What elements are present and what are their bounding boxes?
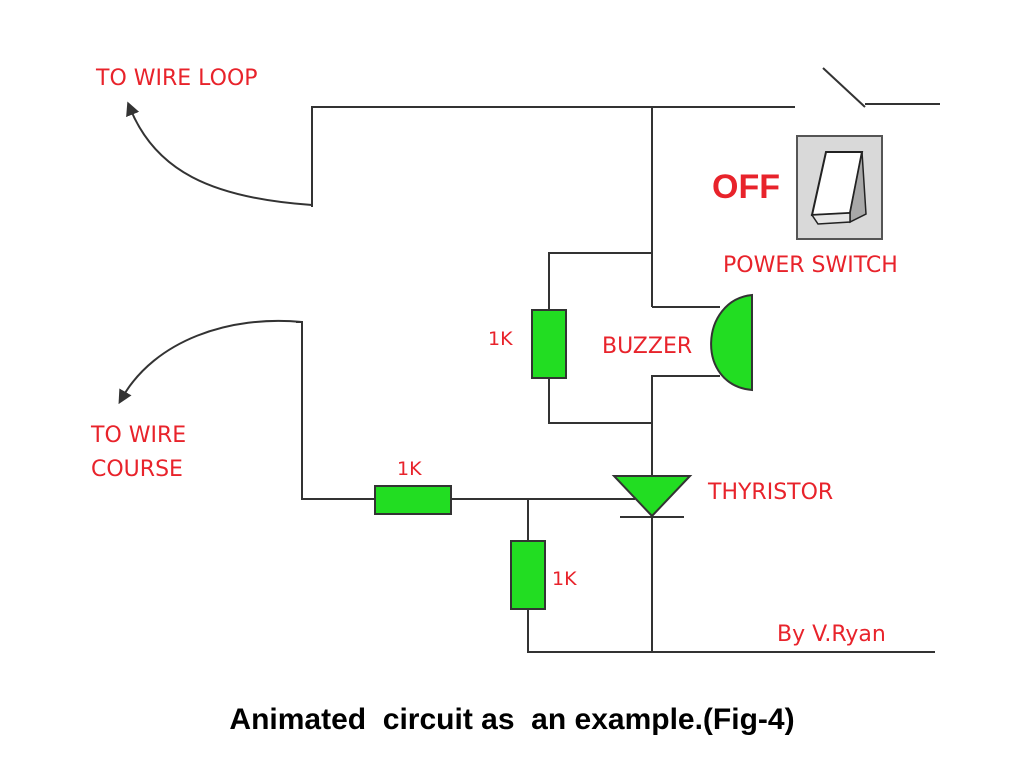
switch-contact-lever xyxy=(822,67,866,108)
buzzer xyxy=(710,293,753,392)
thyristor xyxy=(611,475,693,518)
power-switch-icon[interactable] xyxy=(796,135,883,240)
to-wire-loop-arrow xyxy=(126,101,313,206)
bottom-wire xyxy=(527,609,935,653)
top-wire xyxy=(311,106,795,207)
thyristor-label: THYRISTOR xyxy=(708,480,834,505)
resistor-bottom xyxy=(510,540,546,610)
buzzer-label: BUZZER xyxy=(602,334,693,359)
off-label: OFF xyxy=(712,168,780,206)
power-switch-label: POWER SWITCH xyxy=(723,253,898,278)
resistor-middle xyxy=(374,485,452,515)
to-wire-loop-label: TO WIRE LOOP xyxy=(96,66,258,91)
figure-caption: Animated circuit as an example.(Fig-4) xyxy=(229,703,795,736)
to-wire-course-arrow xyxy=(118,319,303,405)
to-wire-course-label-line2: COURSE xyxy=(91,457,183,482)
author-label: By V.Ryan xyxy=(777,622,886,647)
resistor-top xyxy=(531,309,567,379)
circuit-diagram xyxy=(118,67,940,653)
course-wire xyxy=(296,321,375,500)
resistor-bottom-label: 1K xyxy=(552,568,577,590)
resistor-top-label: 1K xyxy=(488,328,513,350)
to-wire-course-label-line1: TO WIRE xyxy=(91,423,187,448)
buzzer-lead-bottom xyxy=(651,375,720,475)
resistor-middle-label: 1K xyxy=(397,458,422,480)
